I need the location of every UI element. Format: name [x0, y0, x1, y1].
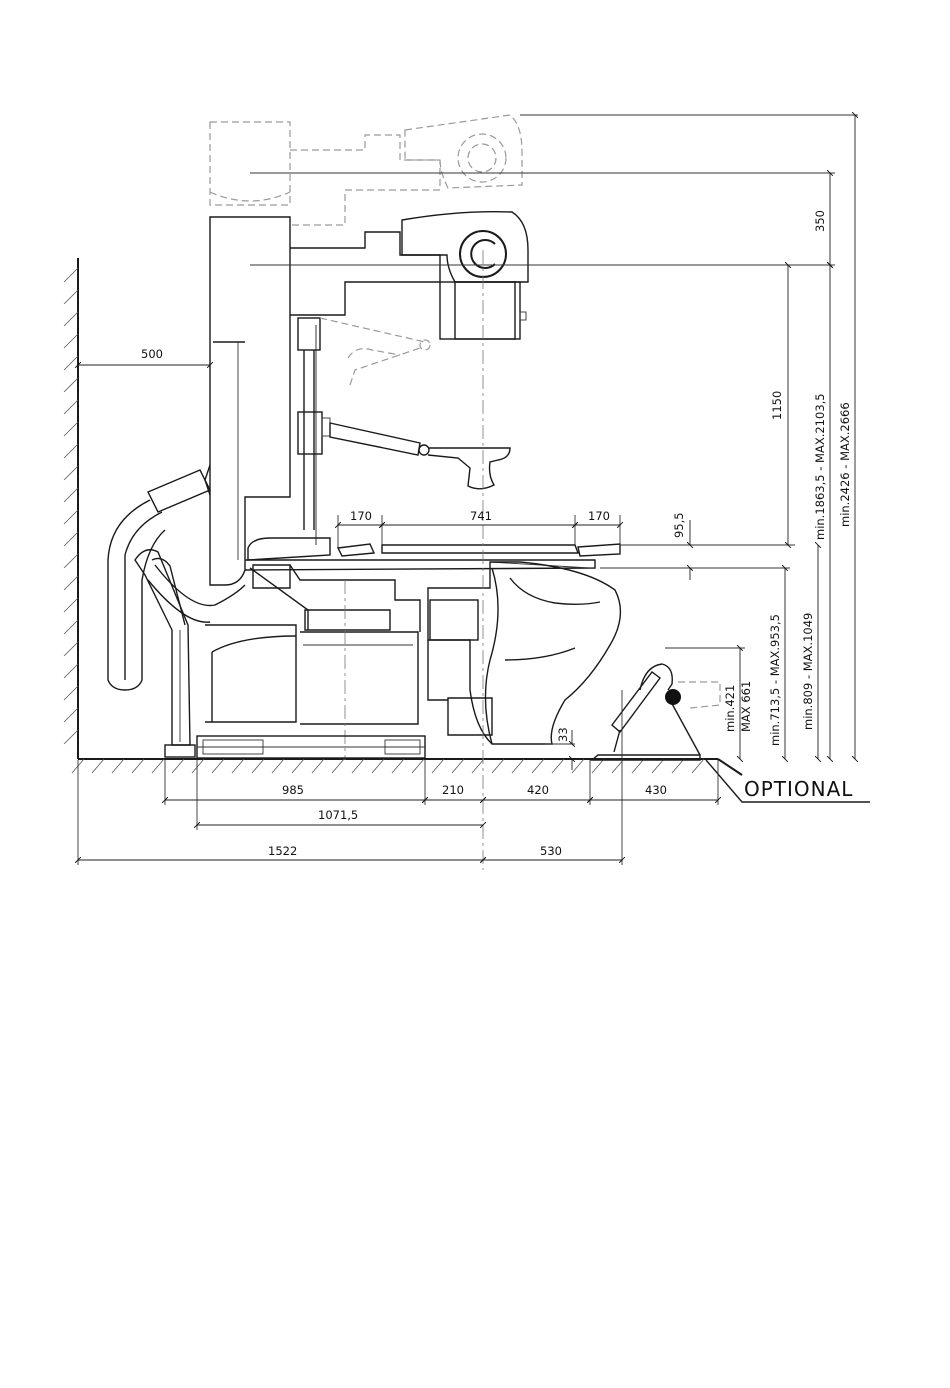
dim-overall-height-range: min.2426 - MAX.2666: [838, 402, 852, 527]
table-lift-mechanism: [205, 565, 420, 760]
dim-table-left-ext: 170: [350, 509, 372, 523]
dim-350: 350: [813, 210, 827, 232]
dim-gap-210: 210: [442, 783, 464, 797]
dim-table-length: 741: [470, 509, 492, 523]
dim-500: 500: [141, 347, 163, 361]
dim-span-420: 420: [527, 783, 549, 797]
vertical-rod: [298, 318, 330, 545]
side-stand: [135, 550, 245, 757]
dim-table-right-ext: 170: [588, 509, 610, 523]
dim-chair-height-range: min.809 - MAX.1049: [801, 613, 815, 730]
dim-overall-length: 1522: [268, 844, 297, 858]
upper-position-ghost: [210, 115, 522, 225]
dim-table-height-range: min.713,5 - MAX.953,5: [768, 614, 782, 746]
dim-footrest-min: min.421: [723, 685, 737, 732]
dim-base-length: 985: [282, 783, 304, 797]
dim-table-offset: 95,5: [672, 512, 686, 538]
dimension-labels: 500 350 1150 min.1863,5 - MAX.2103,5 min…: [141, 210, 853, 858]
optional-label: OPTIONAL: [744, 777, 853, 801]
floor-hatching: [72, 759, 704, 773]
table-top: [245, 538, 620, 570]
chair-body: [428, 562, 620, 744]
ghost-support-arm: [320, 318, 430, 385]
flexible-hose: [108, 470, 210, 690]
dim-footrest-depth: 430: [645, 783, 667, 797]
dim-1150: 1150: [770, 391, 784, 420]
dim-front-extension: 530: [540, 844, 562, 858]
dim-table-top-range: min.1863,5 - MAX.2103,5: [813, 393, 827, 540]
dim-base-to-center: 1071,5: [318, 808, 358, 822]
wall-hatching: [64, 268, 78, 744]
dim-footrest-max: MAX 661: [739, 681, 753, 732]
dim-floor-clearance: 33: [556, 727, 570, 742]
column-unit: [205, 217, 290, 585]
floor: [72, 759, 742, 775]
base-plate: [197, 736, 425, 758]
wall: [64, 258, 78, 759]
